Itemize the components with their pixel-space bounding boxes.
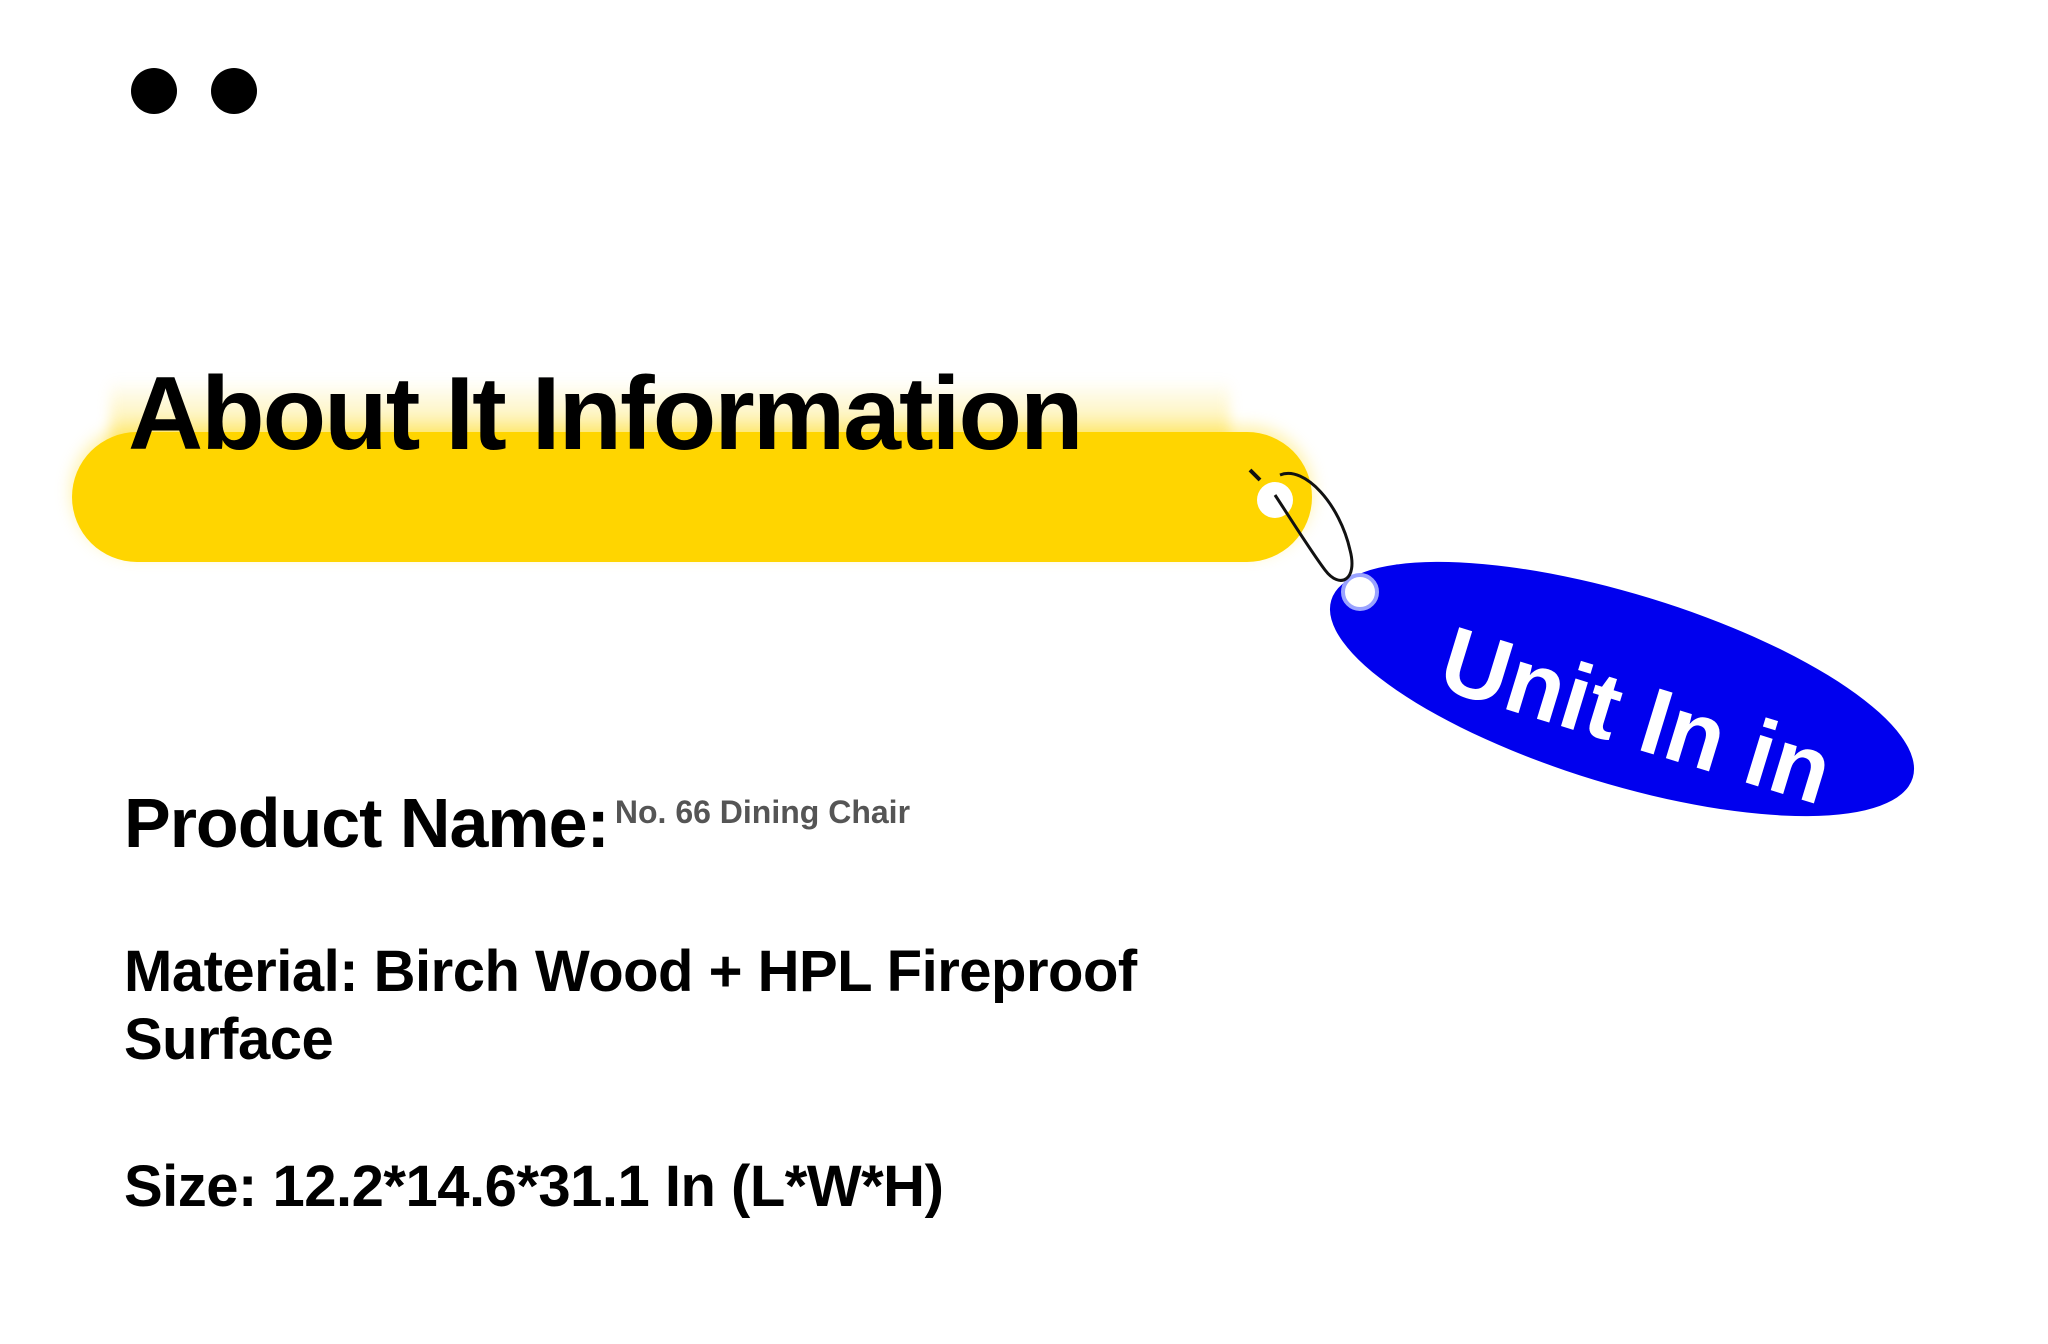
product-name-label: Product Name: <box>124 784 610 862</box>
decorative-dot <box>131 68 177 114</box>
material-text: Material: Birch Wood + HPL Fireproof Sur… <box>124 939 1137 1072</box>
tag-hole <box>1341 573 1379 611</box>
product-name-row: Product Name: No. 66 Dining Chair <box>124 788 910 858</box>
product-name-value: No. 66 Dining Chair <box>614 794 911 830</box>
decorative-dot <box>211 68 257 114</box>
page-title: About It Information <box>128 356 1084 472</box>
title-highlight-bar <box>72 432 1312 562</box>
key-ring-icon <box>1248 468 1354 582</box>
size-text: Size: 12.2*14.6*31.1 In (L*W*H) <box>124 1154 944 1219</box>
